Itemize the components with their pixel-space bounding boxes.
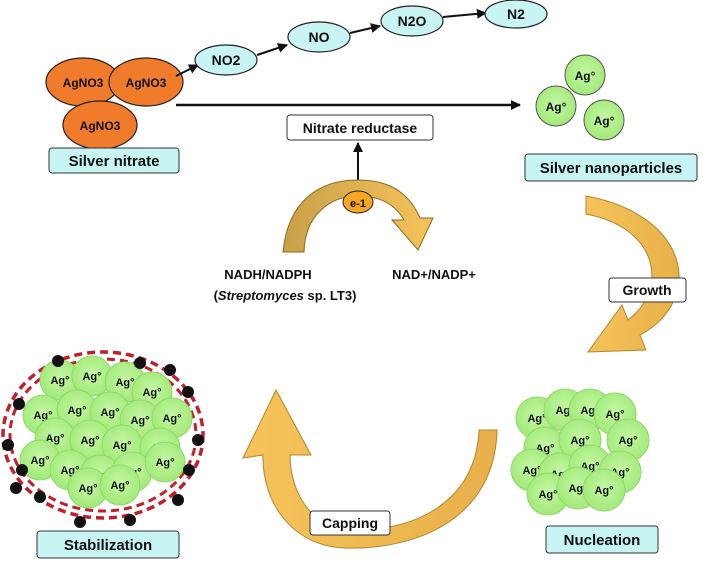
capping-agent-dot (183, 464, 195, 476)
n2-node: N2 (484, 0, 548, 29)
electron-label: e-1 (350, 198, 366, 210)
ag-label: Ag° (110, 480, 129, 492)
ag-label: Ag° (82, 371, 101, 383)
silver-nanoparticles-label: Silver nanoparticles (540, 160, 683, 177)
nucleation-label-box: Nucleation (545, 525, 659, 554)
ag-label: Ag° (67, 405, 86, 417)
ag-label: Ag° (112, 440, 131, 452)
ag-label: Ag° (538, 489, 557, 501)
capping-agent-dot (172, 494, 184, 506)
ag-label: Ag° (575, 69, 596, 83)
ag-label: Ag° (162, 413, 181, 425)
ag-label: Ag° (605, 409, 624, 421)
nadh-nadph-label: NADH/NADPH (224, 267, 311, 282)
organism-strain: sp. LT3 (304, 288, 352, 303)
no2-node: NO2 (194, 44, 258, 76)
ag-label: Ag° (78, 483, 97, 495)
ag-particle: Ag° (69, 419, 111, 461)
ag-particle: Ag° (535, 85, 577, 127)
agno3-label: AgNO3 (63, 76, 104, 90)
stabilization-label: Stabilization (64, 537, 152, 554)
ag-particle: Ag° (99, 464, 141, 506)
ag-particle: Ag° (582, 468, 626, 512)
silver-nitrate-molecules: AgNO3 AgNO3 AgNO3 (45, 57, 184, 150)
capping-agent-dot (16, 464, 28, 476)
n2o-node: N2O (380, 5, 444, 37)
capping-agent-dot (10, 482, 22, 494)
ag-label: Ag° (142, 387, 161, 399)
ag-label: Ag° (546, 100, 567, 114)
growth-label-box: Growth (608, 277, 687, 303)
ag-particle: Ag° (71, 355, 113, 397)
capping-agent-dot (124, 514, 136, 526)
ag-label: Ag° (115, 377, 134, 389)
nitrogen-pathway: NO2 NO N2O N2 (175, 0, 548, 77)
nucleation-cluster: Ag°Ag°Ag°Ag°Ag°Ag°Ag°Ag°Ag°Ag°Ag°Ag°Ag°A… (510, 388, 650, 516)
ag-label: Ag° (570, 435, 589, 447)
ag-label: Ag° (522, 465, 541, 477)
n2o-label: N2O (398, 13, 427, 29)
capping-agent-dot (13, 398, 25, 410)
ag-label: Ag° (130, 415, 149, 427)
capping-agent-dot (74, 516, 86, 528)
cofactor-arc-arrow (282, 179, 434, 253)
capping-agent-dot (164, 364, 176, 376)
agno3-label: AgNO3 (126, 76, 167, 90)
organism-label: (Streptomyces sp. LT3) (214, 288, 357, 303)
ag-label: Ag° (45, 433, 64, 445)
no-node: NO (287, 21, 351, 53)
nitrate-reductase-box: Nitrate reductase (286, 114, 434, 141)
agno3-molecule-3: AgNO3 (62, 100, 138, 150)
no2-label: NO2 (212, 52, 241, 68)
capping-layer-outer (1, 350, 205, 520)
agno3-molecule-2: AgNO3 (108, 57, 184, 107)
growth-arc-arrow (585, 195, 680, 353)
ag-label: Ag° (594, 485, 613, 497)
capping-agent-dot (134, 357, 146, 369)
ag-label: Ag° (527, 413, 546, 425)
nucleation-label: Nucleation (564, 532, 641, 549)
n2-label: N2 (507, 6, 525, 22)
ag-label: Ag° (50, 375, 69, 387)
ag-particle: Ag° (67, 467, 109, 509)
ag-label: Ag° (80, 435, 99, 447)
capping-label: Capping (322, 515, 378, 531)
organism-genus: Streptomyces (218, 288, 304, 303)
ag-label: Ag° (100, 407, 119, 419)
stabilization-label-box: Stabilization (36, 530, 180, 559)
ag-label: Ag° (594, 114, 615, 128)
capping-agent-dot (182, 386, 194, 398)
electron-badge: e-1 (342, 190, 374, 214)
silver-nanoparticles-label-box: Silver nanoparticles (524, 153, 698, 182)
silver-nitrate-label: Silver nitrate (69, 153, 160, 170)
nitrate-reductase-label: Nitrate reductase (303, 120, 418, 136)
capping-agent-dot (52, 355, 64, 367)
ag-particle: Ag° (564, 54, 606, 96)
agno3-label: AgNO3 (80, 119, 121, 133)
capping-agent-dot (2, 439, 14, 451)
ag-particle: Ag° (583, 99, 625, 141)
ag-particle: Ag° (144, 441, 186, 483)
nad-nadp-label: NAD+/NADP+ (392, 267, 476, 282)
growth-label: Growth (623, 282, 672, 298)
capping-agent-dot (192, 434, 204, 446)
ag-particle: Ag° (606, 418, 650, 462)
stabilized-nanoparticle: Ag° Ag° Ag° Ag° Ag° Ag° Ag° Ag° Ag° Ag° Ag° Ag° Ag° A… (1, 350, 205, 528)
no-label: NO (309, 29, 330, 45)
ag-label: Ag° (30, 455, 49, 467)
silver-nanoparticles: Ag° Ag° Ag° (535, 54, 625, 141)
ag-label: Ag° (618, 435, 637, 447)
capping-agent-dot (34, 491, 46, 503)
silver-nitrate-label-box: Silver nitrate (48, 147, 180, 174)
ag-label: Ag° (155, 457, 174, 469)
capping-arc-arrow (242, 388, 498, 549)
capping-label-box: Capping (309, 510, 391, 536)
